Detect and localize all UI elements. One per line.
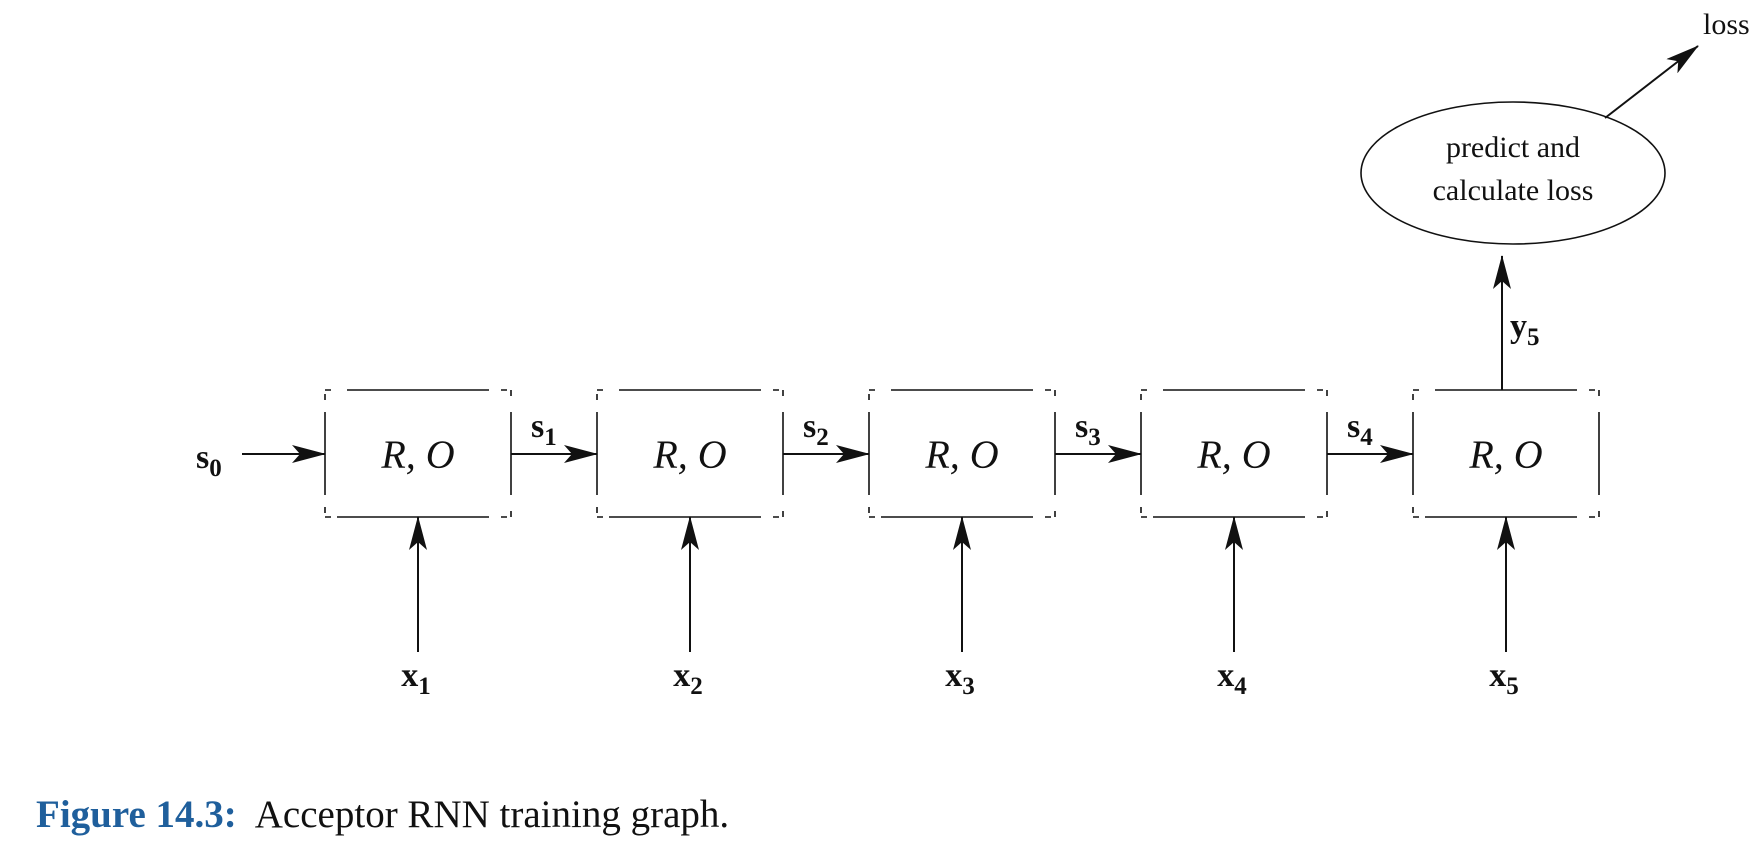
cell-corner bbox=[324, 389, 335, 400]
cell-corner bbox=[773, 389, 784, 400]
rnn-cell: R, O bbox=[868, 389, 1142, 652]
cell-corner bbox=[1589, 389, 1600, 400]
cell-corner bbox=[1412, 389, 1423, 400]
input-label: x5 bbox=[1489, 657, 1519, 700]
state-label: s4 bbox=[1347, 408, 1373, 451]
loss-label: loss bbox=[1703, 8, 1750, 41]
state-label: s1 bbox=[531, 408, 557, 451]
cell-label: R, O bbox=[924, 432, 998, 477]
predict-node-line2: calculate loss bbox=[1433, 174, 1594, 207]
state-label: s2 bbox=[803, 408, 829, 451]
cell-corner bbox=[1317, 389, 1328, 400]
cell-corner bbox=[1045, 389, 1056, 400]
cell-corner bbox=[868, 389, 879, 400]
cell-label: R, O bbox=[652, 432, 726, 477]
caption-text: Acceptor RNN training graph. bbox=[255, 793, 729, 836]
caption-label: Figure 14.3: bbox=[36, 793, 237, 836]
cell-corner bbox=[1317, 507, 1328, 518]
cell-corner bbox=[1589, 507, 1600, 518]
predict-node-line1: predict and bbox=[1446, 131, 1580, 164]
rnn-cell: R, O bbox=[324, 389, 598, 652]
cell-corner bbox=[501, 507, 512, 518]
cell-label: R, O bbox=[1468, 432, 1542, 477]
cell-corner bbox=[1140, 389, 1151, 400]
input-label: x2 bbox=[673, 657, 703, 700]
rnn-cell: R, O bbox=[1412, 389, 1600, 652]
input-label: x4 bbox=[1217, 657, 1247, 700]
state-label: s3 bbox=[1075, 408, 1101, 451]
cell-label: R, O bbox=[1196, 432, 1270, 477]
cell-corner bbox=[868, 507, 875, 518]
predict-node bbox=[1360, 101, 1666, 245]
input-label: x3 bbox=[945, 657, 975, 700]
cell-corner bbox=[773, 507, 784, 518]
figure-caption: Figure 14.3: Acceptor RNN training graph… bbox=[36, 793, 729, 836]
cell-corner bbox=[596, 507, 603, 518]
loss-arrow bbox=[1604, 45, 1699, 119]
input-label: x1 bbox=[401, 657, 431, 700]
output-label: y5 bbox=[1510, 308, 1540, 351]
cell-corner bbox=[1045, 507, 1056, 518]
initial-state-label: s0 bbox=[196, 439, 222, 482]
prediction-head: y5 predict and calculate loss loss bbox=[1360, 8, 1750, 390]
cell-corner bbox=[1412, 507, 1419, 518]
cell-corner bbox=[596, 389, 607, 400]
cell-label: R, O bbox=[380, 432, 454, 477]
rnn-cells: s0 R, O x1 s1 R, O x2 s2 R, O x3 s3 R, O x4 s4 R, O x5 bbox=[196, 389, 1600, 700]
cell-corner bbox=[1140, 507, 1147, 518]
rnn-cell: R, O bbox=[596, 389, 870, 652]
rnn-cell: R, O bbox=[1140, 389, 1414, 652]
cell-corner bbox=[501, 389, 512, 400]
cell-corner bbox=[324, 507, 331, 518]
